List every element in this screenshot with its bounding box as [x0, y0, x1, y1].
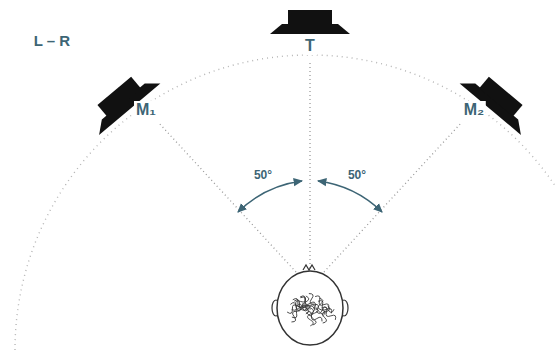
right-line [324, 122, 462, 272]
setup-title: L – R [32, 32, 72, 49]
speaker-left [84, 65, 161, 135]
left-line [158, 122, 296, 272]
speaker-label: M₁ [134, 101, 158, 119]
listener-head [272, 265, 348, 345]
speaker-top [270, 10, 350, 34]
angle-label: 50° [346, 168, 368, 182]
speaker-label: T [303, 37, 317, 55]
angle-label: 50° [252, 168, 274, 182]
speaker-arc [15, 55, 555, 350]
angle-arrow-right [318, 181, 382, 212]
center-line [309, 60, 310, 268]
speaker-label: M₂ [462, 101, 486, 119]
angle-arrow-left [238, 181, 302, 212]
speaker-right [460, 65, 537, 135]
